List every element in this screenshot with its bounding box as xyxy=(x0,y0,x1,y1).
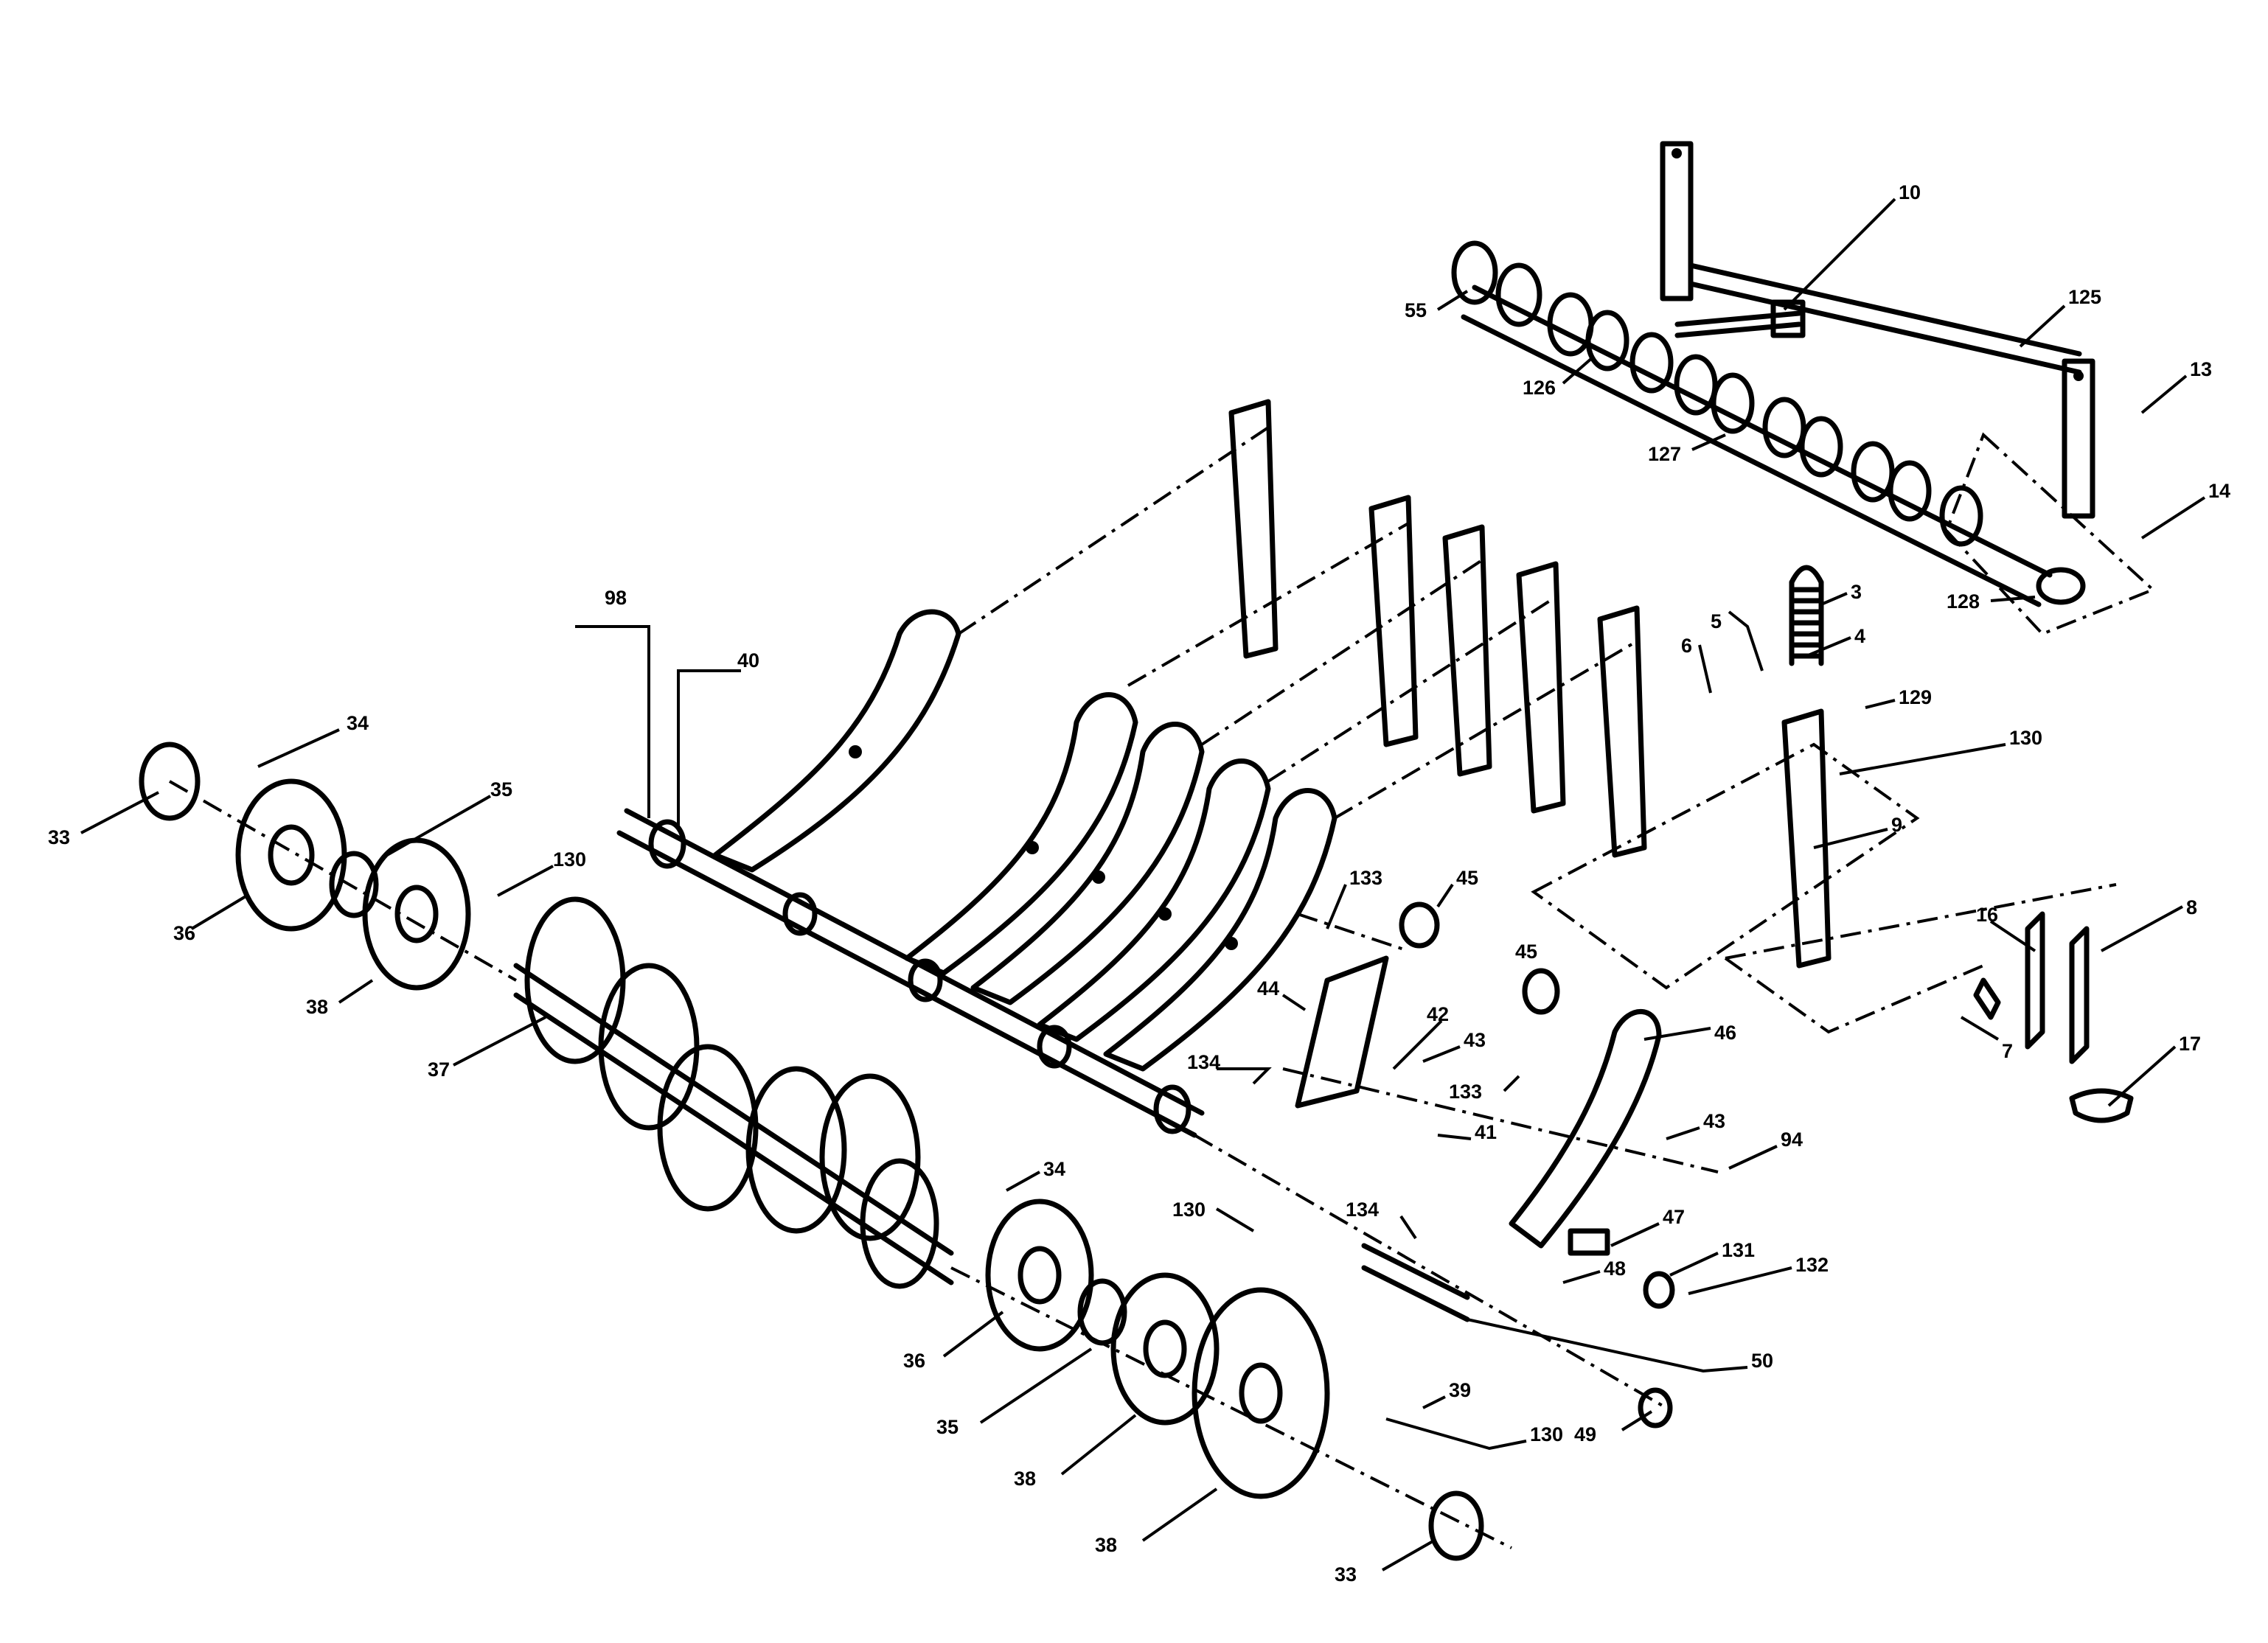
callout-8: 8 xyxy=(2186,896,2197,918)
callout-126: 126 xyxy=(1523,377,1556,399)
spring-3 xyxy=(1789,565,1824,666)
callout-125: 125 xyxy=(2068,286,2101,308)
callout-130-a: 130 xyxy=(2009,727,2042,749)
callout-38-a: 38 xyxy=(306,996,328,1018)
callout-36-a: 36 xyxy=(173,922,195,944)
callout-48: 48 xyxy=(1604,1257,1626,1280)
center-linkage xyxy=(1295,901,1675,1429)
right-bearing-stack xyxy=(985,1199,1484,1561)
callout-14: 14 xyxy=(2208,480,2230,502)
callout-45-b: 45 xyxy=(1515,941,1537,963)
callout-17: 17 xyxy=(2179,1033,2201,1055)
callout-33-b: 33 xyxy=(1335,1563,1357,1586)
callout-47: 47 xyxy=(1663,1206,1685,1228)
callout-43-b: 43 xyxy=(1703,1110,1725,1132)
callout-130-b: 130 xyxy=(553,848,586,871)
left-bearing-stack xyxy=(139,742,471,991)
callout-9: 9 xyxy=(1891,814,1902,836)
callout-98: 98 xyxy=(605,587,627,609)
callout-134-a: 134 xyxy=(1187,1051,1220,1073)
callout-38-c: 38 xyxy=(1095,1534,1117,1556)
callout-38-b: 38 xyxy=(1014,1468,1036,1490)
centerlines xyxy=(169,426,2156,1549)
callout-133-b: 133 xyxy=(1449,1081,1482,1103)
callout-44: 44 xyxy=(1257,977,1279,1000)
curved-arm-plates xyxy=(712,609,1662,1249)
pulley-spools-37 xyxy=(513,896,954,1289)
main-shaft-98 xyxy=(616,808,1205,1138)
callout-130-c: 130 xyxy=(1172,1199,1206,1221)
bracket-frame-10 xyxy=(1660,141,2095,519)
bracket-assembly-8 xyxy=(1973,911,2134,1123)
callout-16: 16 xyxy=(1976,904,1998,926)
callout-40: 40 xyxy=(737,649,759,671)
callout-34-a: 34 xyxy=(347,712,369,734)
callout-49: 49 xyxy=(1574,1423,1596,1445)
callout-130-d: 130 xyxy=(1530,1423,1563,1445)
callout-134-b: 134 xyxy=(1346,1199,1379,1221)
callout-94: 94 xyxy=(1781,1129,1803,1151)
callout-35-a: 35 xyxy=(490,778,512,800)
callout-127: 127 xyxy=(1648,443,1681,465)
callout-33-a: 33 xyxy=(48,826,70,848)
callout-132: 132 xyxy=(1795,1254,1829,1276)
callout-4: 4 xyxy=(1854,625,1865,647)
callout-labels: 10 125 13 14 55 126 127 128 3 5 4 6 129 … xyxy=(48,181,2230,1586)
callout-129: 129 xyxy=(1899,686,1932,708)
callout-41: 41 xyxy=(1475,1121,1497,1143)
callout-42: 42 xyxy=(1427,1003,1449,1025)
callout-39: 39 xyxy=(1449,1379,1471,1401)
callout-36-b: 36 xyxy=(903,1350,925,1372)
callout-10: 10 xyxy=(1899,181,1921,203)
callout-35-b: 35 xyxy=(936,1416,959,1438)
roller-assembly xyxy=(1451,240,2086,607)
callout-5: 5 xyxy=(1711,610,1722,632)
leader-lines xyxy=(80,198,2206,1572)
callout-55: 55 xyxy=(1405,299,1427,321)
callout-46: 46 xyxy=(1714,1022,1736,1044)
callout-43-a: 43 xyxy=(1464,1029,1486,1051)
callout-7: 7 xyxy=(2002,1040,2013,1062)
hanger-links xyxy=(1228,399,1832,969)
callout-6: 6 xyxy=(1681,635,1692,657)
callout-34-b: 34 xyxy=(1043,1158,1065,1180)
callout-45-a: 45 xyxy=(1456,867,1478,889)
callout-128: 128 xyxy=(1947,590,1980,613)
callout-131: 131 xyxy=(1722,1239,1755,1261)
callout-50: 50 xyxy=(1751,1350,1773,1372)
callout-37: 37 xyxy=(428,1058,450,1081)
callout-3: 3 xyxy=(1851,581,1862,603)
callout-13: 13 xyxy=(2190,358,2212,380)
callout-133-a: 133 xyxy=(1349,867,1382,889)
